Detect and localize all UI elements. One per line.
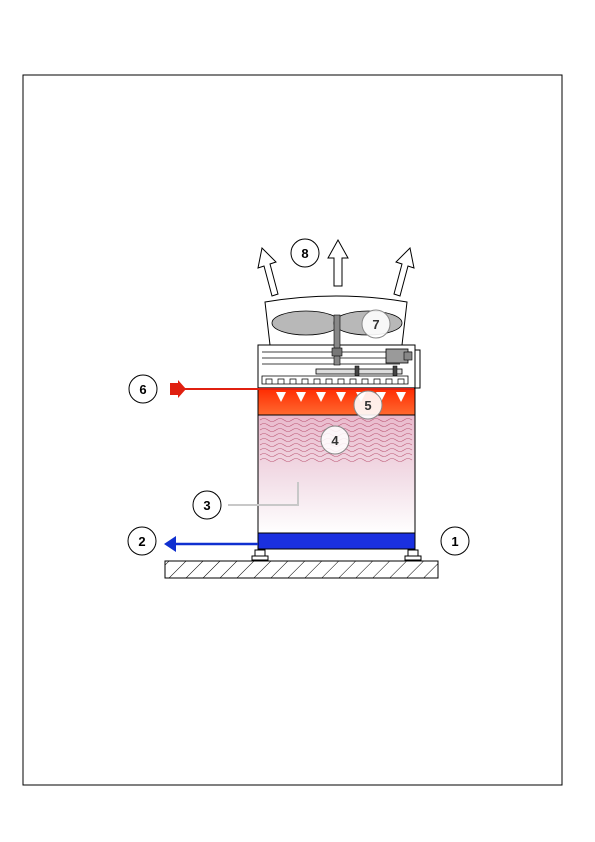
callout-1: 1: [440, 526, 470, 556]
tower-feet: [251, 549, 422, 561]
callout-6: 6: [128, 374, 158, 404]
callout-1-label: 1: [451, 534, 458, 549]
callout-5: 5: [353, 390, 383, 420]
callout-4-label: 4: [331, 433, 339, 448]
callout-7: 7: [361, 309, 391, 339]
callout-6-label: 6: [139, 382, 146, 397]
page-frame: [22, 74, 563, 786]
motor-icon: [385, 348, 413, 364]
callout-3-leader: [228, 482, 299, 506]
hot-water-inlet: [170, 380, 414, 398]
callout-8: 8: [290, 238, 320, 268]
callout-5-label: 5: [364, 398, 371, 413]
cold-water-basin: [257, 532, 416, 550]
spray-zone: [257, 387, 416, 416]
callout-8-label: 8: [301, 246, 308, 261]
callout-2: 2: [127, 526, 157, 556]
ground-slab: [164, 560, 439, 579]
callout-3: 3: [192, 490, 222, 520]
callout-2-label: 2: [138, 534, 145, 549]
cold-water-outlet: [164, 536, 258, 552]
callout-4: 4: [320, 425, 350, 455]
callout-7-label: 7: [372, 317, 379, 332]
callout-3-label: 3: [203, 498, 210, 513]
up-arrow-icon: [257, 238, 415, 297]
